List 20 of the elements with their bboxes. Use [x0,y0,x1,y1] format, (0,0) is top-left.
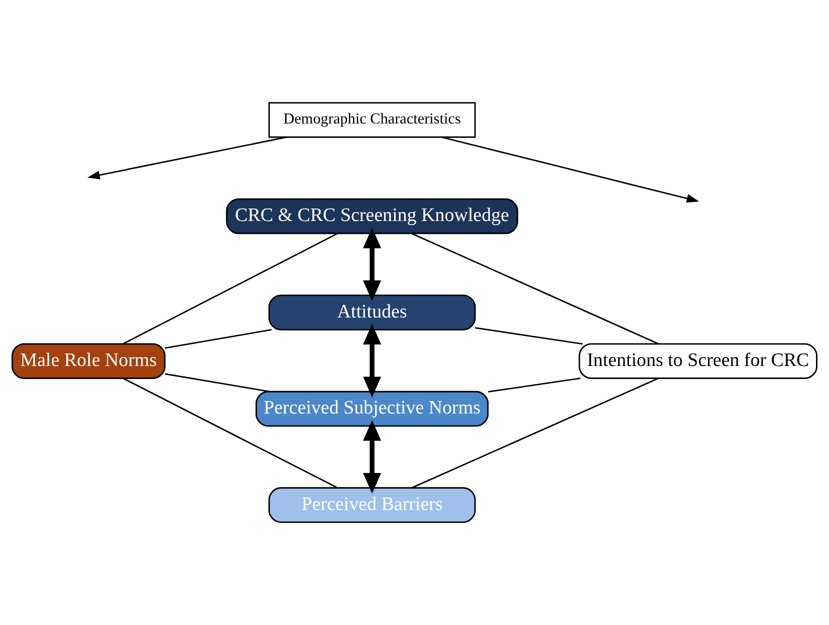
connector [412,378,659,488]
arrow [87,136,287,180]
arrow [363,420,382,494]
connector [411,232,659,345]
connector [122,232,338,345]
node-box: Male Role Norms [12,343,166,379]
arrow [442,136,700,203]
connector [164,328,272,349]
node-box: Demographic Characteristics [268,102,476,138]
node-box: CRC & CRC Screening Knowledge [226,198,518,234]
arrow [363,228,382,302]
connector [164,373,270,392]
node-box: Perceived Subjective Norms [256,390,489,427]
node-box: Perceived Barriers [268,487,476,523]
connector [122,378,338,488]
connector [475,327,583,345]
connector [488,378,580,393]
node-box: Attitudes [268,294,476,330]
arrow [363,324,382,398]
node-box: Intentions to Screen for CRC [578,343,818,379]
